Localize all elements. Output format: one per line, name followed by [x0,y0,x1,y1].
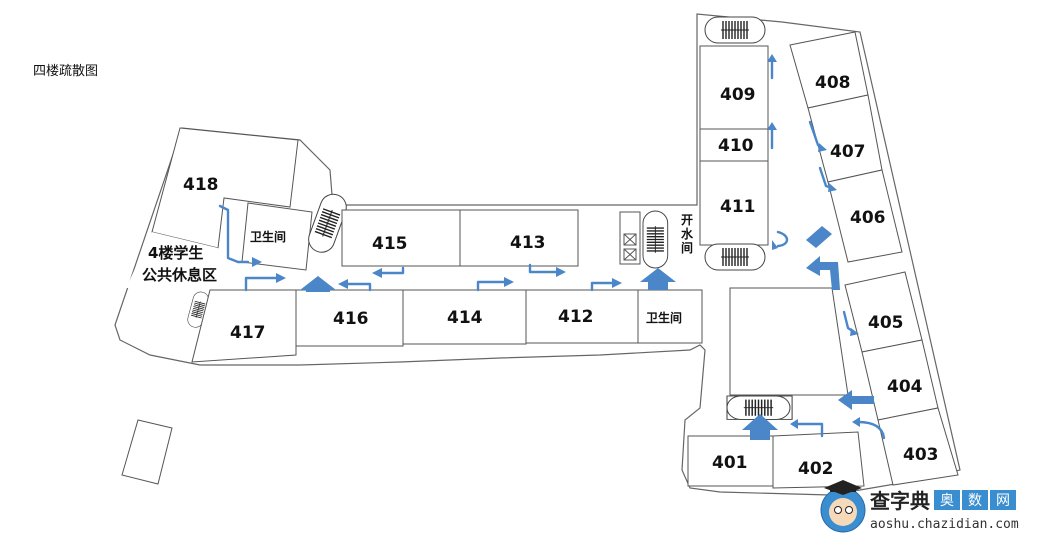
arrow-icon [806,226,832,248]
stairwell-central [642,210,669,269]
arrow-icon [528,263,560,274]
svg-text:410: 410 [718,136,754,156]
arrow-icon [252,257,262,267]
svg-text:409: 409 [720,85,756,105]
svg-text:418: 418 [183,175,219,195]
arrow-icon [218,204,250,264]
arrow-icon [806,256,840,290]
arrow-icon [767,54,777,62]
room-405: 405 [844,271,923,353]
arrow-icon [300,276,336,292]
arrow-icon [556,267,566,277]
room-403: 403 [877,407,959,486]
svg-text:412: 412 [558,307,594,327]
arrow-icon [338,279,348,289]
svg-text:水: 水 [681,226,694,241]
arrow-icon [244,276,280,292]
svg-text:卫生间: 卫生间 [646,310,682,325]
svg-text:奥: 奥 [940,492,954,509]
room-415: 415 [341,209,461,267]
room-413: 413 [459,209,579,267]
room-416: 416 [295,289,404,347]
svg-text:403: 403 [903,445,939,465]
svg-text:404: 404 [887,377,923,397]
arrow-icon [776,230,789,248]
arrow-icon [344,282,372,292]
room-408: 408 [789,31,869,109]
svg-text:414: 414 [447,308,483,328]
svg-text:间: 间 [681,240,693,255]
svg-text:415: 415 [372,234,408,254]
restroom-west: 卫生间 [241,202,313,271]
room-411: 411 [699,160,769,246]
arrow-icon [476,280,508,292]
arrow-icon [742,414,778,440]
arrow-icon [504,277,514,287]
stairwell-north-lower [704,243,766,271]
arrow-icon [612,278,622,288]
arrow-icon [372,268,382,278]
arrow-icon [378,266,405,275]
arrow-icon [590,281,616,292]
svg-text:4楼学生: 4楼学生 [148,244,203,262]
svg-text:公共休息区: 公共休息区 [142,266,217,284]
svg-text:413: 413 [510,233,546,253]
arrow-icon [794,422,824,438]
svg-text:卫生间: 卫生间 [250,229,286,244]
svg-text:查字典: 查字典 [870,489,930,513]
arrow-icon [828,183,837,192]
room-409: 409 [699,45,769,130]
room-401: 401 [687,435,774,487]
watermark: 查字典 奥 数 网 aoshu.chazidian.com [820,480,1019,533]
room-418: 418 [151,127,299,249]
room-406: 406 [827,169,903,263]
student-lounge: 4楼学生 公共休息区 [126,232,296,292]
svg-text:417: 417 [230,323,266,343]
svg-text:411: 411 [720,197,756,217]
evacuation-arrows [218,58,886,440]
arrow-icon [850,328,859,336]
svg-text:407: 407 [830,142,866,162]
evacuation-block-arrows [252,54,874,440]
svg-text:402: 402 [798,459,834,479]
stairwell-north [704,16,766,44]
arrow-icon [276,273,286,283]
svg-text:开: 开 [681,213,693,227]
arrow-icon [767,122,777,130]
svg-text:网: 网 [996,493,1010,509]
room-410: 410 [699,128,769,162]
outbuilding [121,419,173,485]
arrow-icon [856,420,886,440]
svg-text:数: 数 [968,493,982,509]
arrow-icon [818,143,827,152]
arrow-icon [852,417,860,427]
room-414: 414 [402,289,527,345]
central-block [729,287,849,396]
page-title: 四楼疏散图 [33,64,99,79]
svg-text:405: 405 [868,313,904,333]
room-417: 417 [191,289,297,363]
svg-text:aoshu.chazidian.com: aoshu.chazidian.com [870,517,1019,532]
svg-text:406: 406 [850,208,886,228]
arrow-icon [790,419,798,429]
room-404: 404 [861,339,939,421]
room-412: 412 [525,289,639,344]
svg-text:416: 416 [333,309,369,329]
svg-text:401: 401 [712,453,748,473]
arrow-icon [838,390,874,410]
arrow-icon [772,240,778,250]
svg-text:408: 408 [815,73,851,93]
arrow-icon [640,268,676,290]
water-room: 开 水 间 [619,211,694,265]
restroom-central: 卫生间 [637,289,703,344]
room-402: 402 [772,431,865,489]
